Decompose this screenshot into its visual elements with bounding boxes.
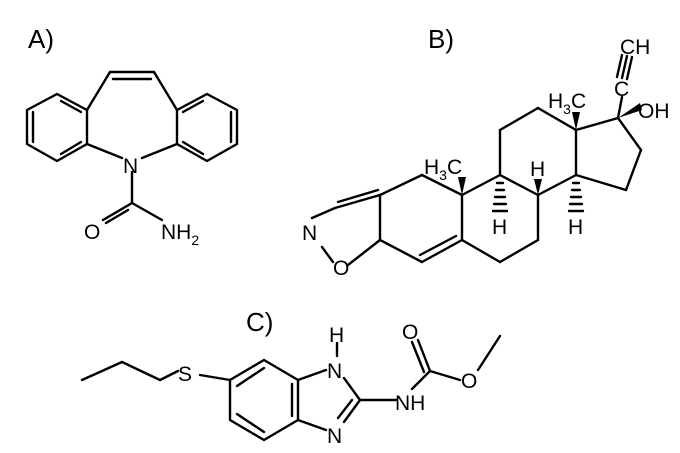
atom-h: H — [329, 324, 344, 347]
ring-c-bond — [498, 106, 540, 132]
panel-b-label: B) — [428, 24, 454, 54]
ring-b-bond — [498, 173, 540, 197]
methyl-wedge-bond — [458, 177, 466, 195]
c-o-ester-bond — [428, 369, 462, 382]
nh-c-bond — [410, 369, 432, 391]
panel-a-label: A) — [28, 24, 54, 54]
ring-b-bond — [498, 238, 540, 264]
o-methyl-bond — [476, 334, 502, 372]
left-ring-double-bond — [59, 140, 83, 156]
panel-c: C) S — [80, 307, 502, 448]
ring-a-bond — [378, 238, 424, 264]
atom-c: C — [614, 78, 629, 101]
atom-h-down: H — [568, 216, 583, 239]
ring-d-bond — [624, 148, 643, 192]
ring-b-bond — [460, 173, 502, 197]
ring-a-bond — [420, 238, 464, 264]
atom-o-ester: O — [461, 370, 477, 393]
panel-a-bonds — [25, 70, 239, 225]
atom-h-down: H — [492, 216, 507, 239]
imidazole-bond — [296, 418, 328, 432]
ethynyl-bond — [616, 95, 624, 120]
c-o-bond — [416, 338, 432, 373]
atom-oh: OH — [638, 100, 670, 123]
atom-n-top: N — [327, 360, 342, 383]
imidazole-bond — [342, 398, 362, 424]
ring-d-bond — [574, 116, 620, 132]
ring-n-bond — [85, 142, 124, 160]
right-benzene-ring — [175, 92, 239, 163]
atom-ch: CH — [620, 36, 650, 59]
propyl-s-bond — [158, 369, 180, 382]
atom-o: O — [84, 221, 100, 244]
ring-b-bond — [460, 238, 502, 264]
isoxazole-o-bond — [346, 238, 382, 267]
right-ring-double-bond — [181, 99, 205, 114]
isoxazole-n-bond — [310, 206, 337, 220]
nh2-subscript: 2 — [191, 232, 199, 248]
triple-bond — [620, 54, 629, 80]
propyl-bond — [80, 360, 124, 382]
hashed-bond — [491, 181, 509, 213]
atom-o-top: O — [402, 321, 418, 344]
c-o-bond — [101, 201, 134, 222]
imidazole-bond — [296, 368, 328, 382]
atom-s: S — [178, 363, 192, 386]
isoxazole-n-o-bond — [320, 245, 335, 264]
triple-bond — [625, 55, 634, 81]
hashed-bond — [567, 181, 585, 213]
atom-nh: NH — [395, 392, 425, 415]
panel-c-label: C) — [246, 307, 273, 337]
right-ring-double-bond — [181, 140, 205, 156]
atom-h-up: H — [530, 158, 545, 181]
c-o-double-bond — [410, 340, 426, 374]
imidazole-double-bond — [336, 398, 354, 420]
c-n-bond — [130, 201, 164, 222]
benzimidazole-benzene-ring — [228, 358, 300, 442]
propyl-bond — [120, 360, 162, 382]
c-o-double-bond — [104, 208, 130, 225]
h-wedge-bond — [534, 179, 542, 195]
panel-b: B) — [302, 24, 670, 280]
benzene-double-bond — [235, 366, 266, 388]
left-benzene-ring — [25, 92, 89, 163]
triple-bond — [615, 53, 624, 79]
methyl-label-mid: H3C — [424, 156, 462, 183]
ring-n-bond — [140, 142, 179, 160]
oh-wedge-bond — [618, 103, 642, 118]
ring-c-bond — [536, 106, 578, 132]
panel-b-bonds — [310, 53, 643, 267]
atom-n-bottom: N — [327, 425, 342, 448]
ring-d-bond — [574, 173, 628, 192]
imidazole-bond — [342, 376, 362, 402]
ring-a-bond — [378, 173, 424, 197]
left-ring-double-bond — [59, 99, 83, 114]
panel-a: A) N O NH2 — [25, 24, 239, 248]
s-ring-bond — [198, 373, 232, 382]
panel-a-atoms: N O NH2 — [84, 155, 199, 248]
benzene-double-bond — [235, 412, 266, 434]
ring-a-double-bond — [418, 234, 458, 257]
panel-b-atoms: CH C OH H3C H3C H H H N O — [302, 36, 670, 280]
methyl-label-top: H3C — [548, 90, 586, 117]
atom-nh: NH2 — [161, 221, 199, 248]
isoxazole-double-bond — [336, 188, 380, 204]
ring-d-bond — [616, 116, 643, 152]
atom-n: N — [123, 155, 138, 178]
ring-bond — [152, 70, 179, 112]
isoxazole-bond — [333, 193, 382, 210]
atom-o: O — [333, 257, 349, 280]
ring-a-bond — [420, 173, 464, 197]
ring-bond — [85, 70, 112, 112]
methyl-wedge-bond — [572, 112, 580, 130]
panel-c-atoms: S H N N NH O O — [178, 321, 477, 448]
ring-c-bond — [536, 173, 578, 197]
atom-n: N — [302, 222, 317, 245]
panel-c-bonds — [80, 334, 502, 442]
nh2-main: NH — [161, 221, 191, 244]
